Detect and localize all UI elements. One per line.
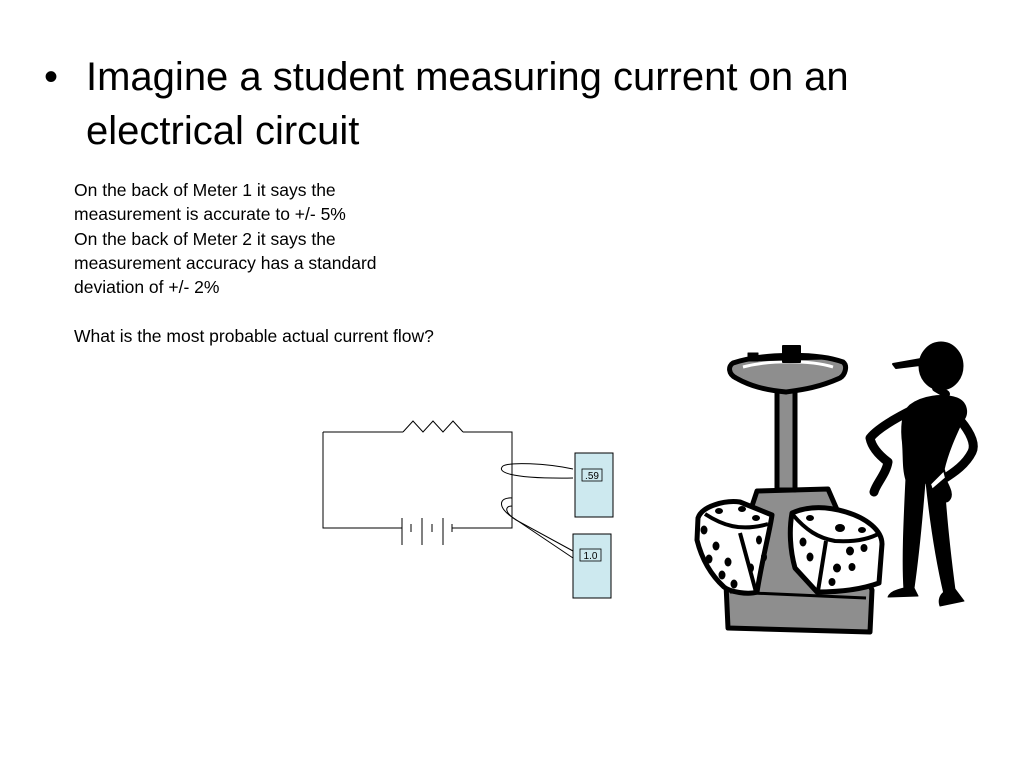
person-clipart [865,341,978,607]
slide-title: Imagine a student measuring current on a… [86,55,849,153]
dice-clipart [694,499,885,596]
meter1-lead-wire [500,463,574,479]
battery-icon [401,518,453,545]
scale-post [774,379,798,493]
meter1-body [574,452,614,518]
meter1-display [581,468,603,482]
body-line: deviation of +/- 2% [74,277,220,298]
meter2-reading: 1.0 [584,551,598,562]
meter-2: 1.0 [572,533,612,599]
person-head [918,341,964,391]
body-line: On the back of Meter 1 it says the [74,180,336,200]
meter1-reading: .59 [585,471,599,482]
person-torso [901,395,968,485]
title-bullet: • Imagine a student measuring current on… [44,50,984,158]
body-line: On the back of Meter 2 it says the [74,228,336,249]
body-text: On the back of Meter 1 it says the measu… [74,178,544,348]
meter2-display [579,548,602,562]
body-line: measurement is accurate to +/- 5% [74,204,346,225]
body-line: measurement accuracy has a standard [74,252,377,273]
meter2-body [572,533,612,599]
die-left-icon [694,499,775,596]
bullet-dot: • [44,55,59,99]
resistor-icon [402,420,464,433]
meter-1: .59 [574,452,614,518]
circuit-wires [322,431,513,529]
circuit-diagram [322,420,574,559]
body-line: What is the most probable actual current… [74,325,434,346]
die-right-icon [787,505,885,595]
